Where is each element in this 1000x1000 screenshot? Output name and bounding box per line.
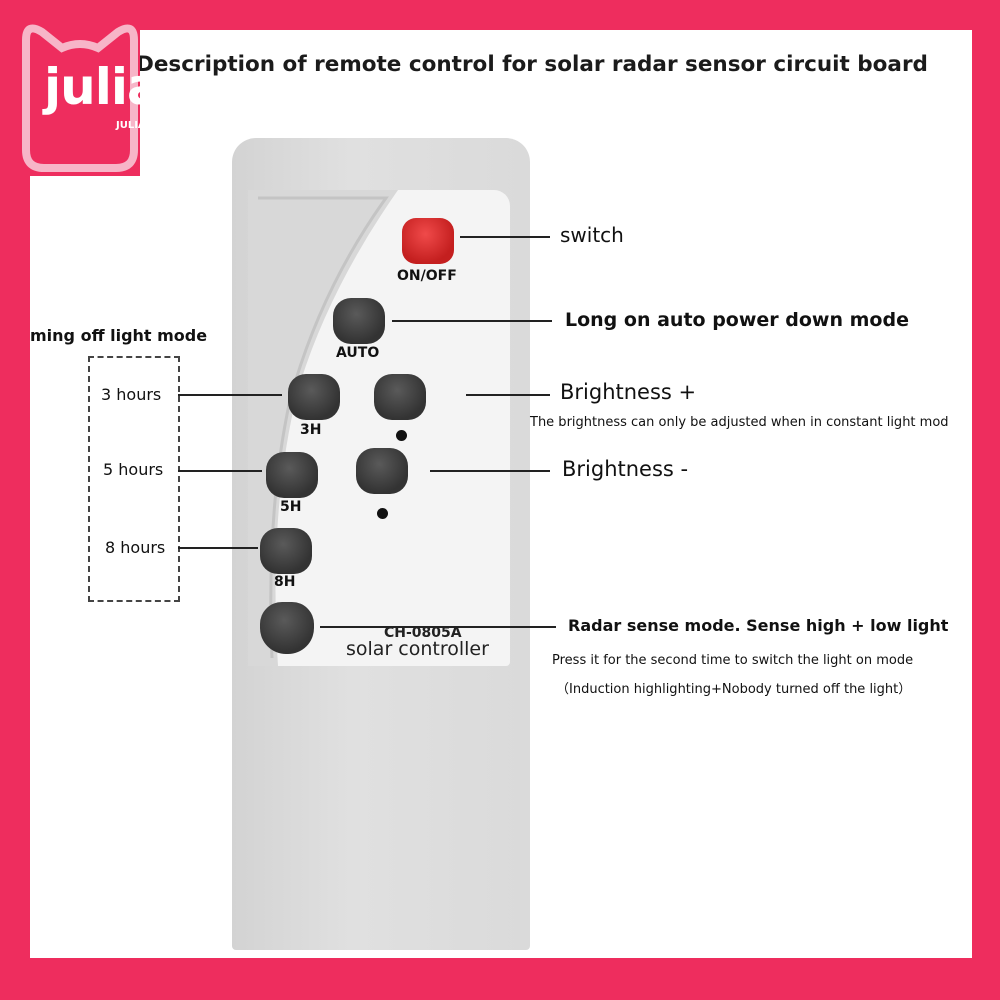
auto-button[interactable] (333, 298, 385, 344)
brightness-minus-button[interactable] (356, 448, 408, 494)
auto-line (392, 320, 552, 322)
auto-annotation: Long on auto power down mode (565, 309, 909, 331)
timer-5h-label: 5H (280, 499, 302, 515)
timer-5-hours: 5 hours (103, 460, 164, 479)
timer-8h-line (178, 547, 258, 549)
brightness-plus-button[interactable] (374, 374, 426, 420)
timer-3h-button[interactable] (288, 374, 340, 420)
page-title: Description of remote control for solar … (136, 52, 928, 77)
logo-text: julia (44, 58, 161, 116)
timer-3h-label: 3H (300, 422, 322, 438)
timer-dashed-box (88, 356, 180, 602)
timer-3-hours: 3 hours (101, 385, 162, 404)
brightness-minus-dot (377, 508, 388, 519)
onoff-label: ON/OFF (397, 268, 457, 284)
timer-8-hours: 8 hours (105, 538, 166, 557)
radar-annotation: Radar sense mode. Sense high + low light (568, 616, 949, 635)
auto-label: AUTO (336, 345, 380, 361)
brightness-plus-dot (396, 430, 407, 441)
timer-3h-line (178, 394, 282, 396)
radar-mode-button[interactable] (260, 602, 314, 654)
radar-note-2: （Induction highlighting+Nobody turned of… (556, 682, 912, 697)
brightness-plus-line (466, 394, 550, 396)
timer-heading: ming off light mode (30, 326, 208, 345)
brightness-minus-line (430, 470, 550, 472)
timer-5h-button[interactable] (266, 452, 318, 498)
brightness-minus-annotation: Brightness - (562, 457, 689, 481)
brightness-plus-annotation: Brightness + (560, 380, 697, 404)
timer-8h-button[interactable] (260, 528, 312, 574)
timer-8h-label: 8H (274, 574, 296, 590)
brightness-note: The brightness can only be adjusted when… (530, 415, 949, 430)
switch-line (460, 236, 550, 238)
switch-annotation: switch (560, 223, 624, 247)
radar-note-1: Press it for the second time to switch t… (552, 653, 914, 668)
timer-5h-line (178, 470, 262, 472)
remote-model: CH-0805A (384, 625, 462, 641)
remote-face-curve (248, 190, 398, 666)
logo-subtext: JULIA (116, 120, 146, 131)
cat-ear-icon (22, 24, 138, 172)
remote-brand: solar controller (346, 638, 489, 660)
onoff-button[interactable] (402, 218, 454, 264)
radar-line (320, 626, 556, 628)
logo-badge (0, 0, 140, 176)
